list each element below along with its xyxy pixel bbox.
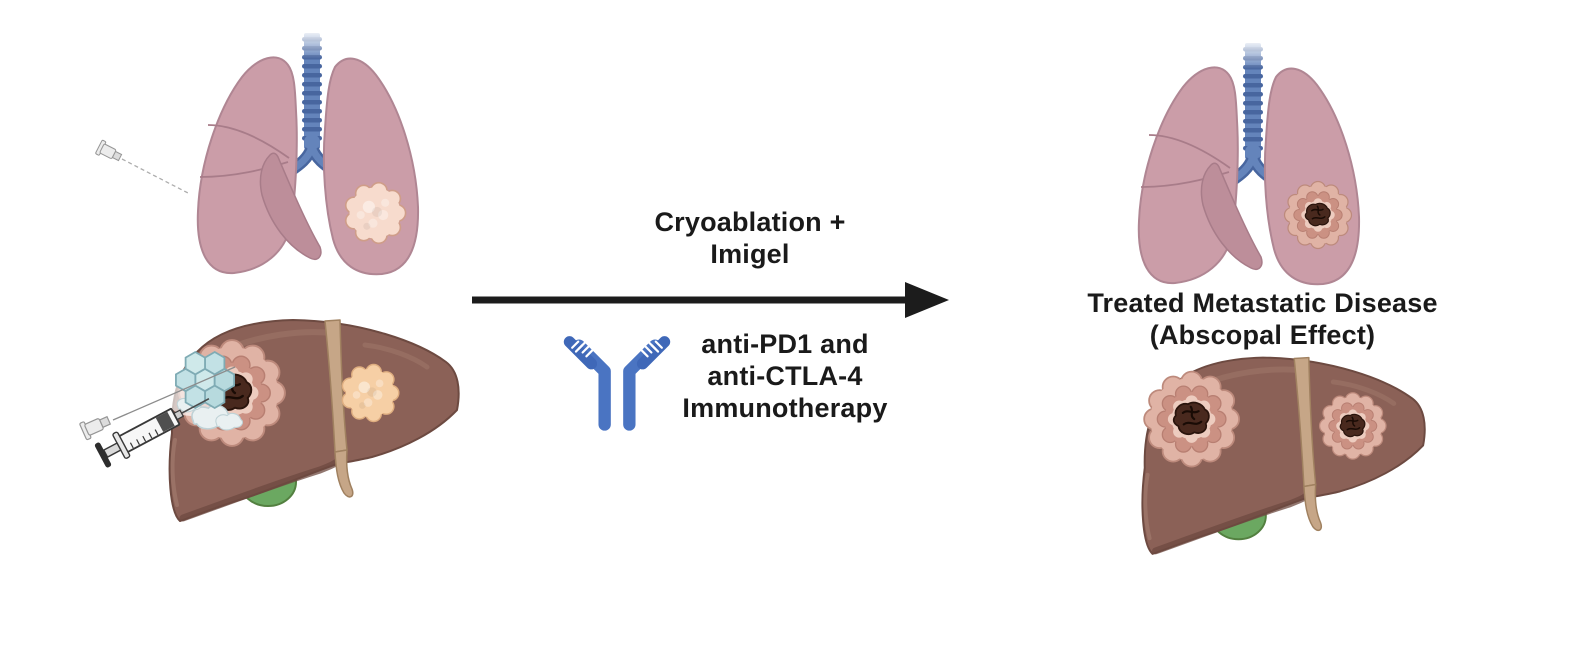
- liver-after-illustration: [1050, 338, 1470, 592]
- label-cryoablation-imigel: Cryoablation + Imigel: [590, 206, 910, 270]
- treatment-secondary-line2: anti-CTLA-4: [707, 361, 863, 391]
- biopsy-needle-icon: [94, 139, 189, 194]
- antibody-icon: [563, 336, 671, 431]
- liver-before-illustration: [78, 300, 505, 560]
- cryoprobe-needle-icon: [78, 366, 236, 441]
- treatment-secondary-line1: anti-PD1 and: [701, 329, 869, 359]
- right-arrow-icon: [472, 282, 949, 318]
- treatment-secondary-line3: Immunotherapy: [682, 393, 888, 423]
- lungs-after-illustration: [1091, 35, 1391, 305]
- outcome-line1: Treated Metastatic Disease: [1087, 288, 1438, 318]
- treatment-primary-line2: Imigel: [710, 239, 790, 269]
- outcome-line2: (Abscopal Effect): [1149, 320, 1376, 350]
- label-immunotherapy: anti-PD1 and anti-CTLA-4 Immunotherapy: [640, 328, 930, 424]
- label-treated-metastatic-disease: Treated Metastatic Disease (Abscopal Eff…: [1070, 287, 1455, 351]
- treatment-primary-line1: Cryoablation +: [654, 207, 846, 237]
